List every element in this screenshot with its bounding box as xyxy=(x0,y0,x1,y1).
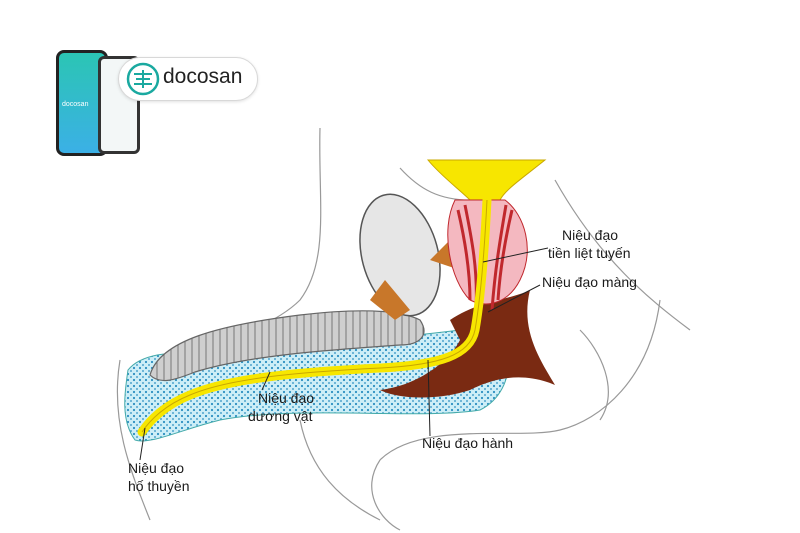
label-line: hố thuyền xyxy=(128,478,190,494)
ligament xyxy=(370,240,460,320)
label-prostatic-urethra: Niệu đạo tiền liệt tuyến xyxy=(548,226,631,262)
label-navicular-fossa: Niệu đạo hố thuyền xyxy=(128,459,190,495)
label-membranous-urethra: Niệu đạo màng xyxy=(542,274,637,290)
label-bulbous-urethra: Niệu đạo hành xyxy=(422,435,514,451)
bladder-neck xyxy=(426,159,547,201)
label-line: Niệu đạo xyxy=(128,460,185,476)
leader-lines xyxy=(139,247,549,461)
label-line: dương vật xyxy=(248,408,313,424)
phone-logo-text: docosan xyxy=(62,101,89,108)
body-outline xyxy=(116,127,691,531)
corpus-cavernosum xyxy=(149,310,425,382)
sphincter-muscle xyxy=(456,204,514,311)
label-line: Niệu đạo xyxy=(562,227,619,243)
label-penile-urethra: Niệu đạo dương vật xyxy=(248,389,315,425)
docosan-emblem-icon xyxy=(126,62,160,96)
label-line: Niệu đạo xyxy=(258,390,315,406)
brand-name: docosan xyxy=(163,65,243,88)
docosan-logo: docosan xyxy=(20,24,260,156)
pubic-bone xyxy=(359,193,441,317)
label-line: tiền liệt tuyến xyxy=(548,245,631,261)
